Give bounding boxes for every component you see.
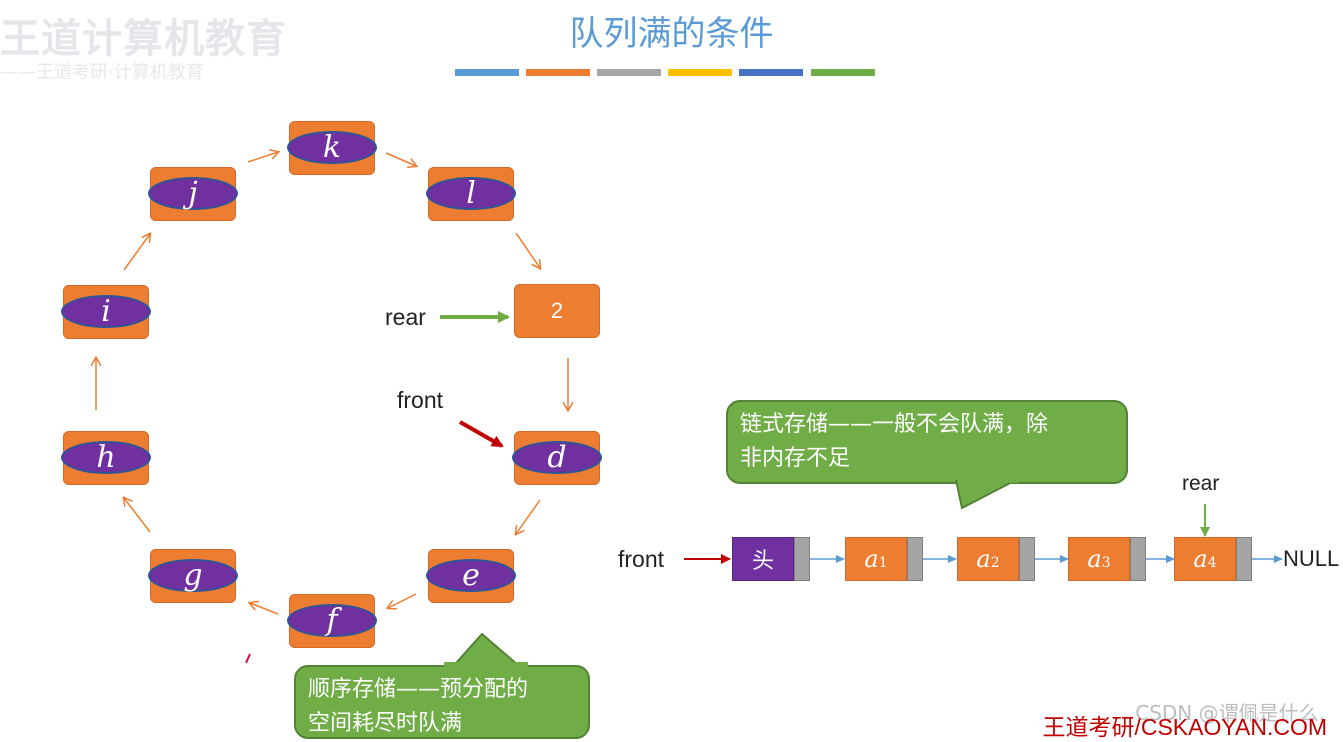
- arrow-g-to-h: [124, 498, 151, 533]
- linked-callout-line2: 非内存不足: [740, 446, 851, 471]
- sequential-callout-line1: 顺序存储——预分配的: [308, 677, 529, 702]
- front-arrow: [459, 420, 504, 448]
- color-bar-2: [526, 69, 590, 76]
- ll-node-a1-pointer: [907, 537, 923, 581]
- node-label-d: d: [512, 440, 602, 475]
- slide-title: 队列满的条件: [569, 14, 774, 54]
- queue-node-i: i: [61, 285, 151, 339]
- arrow-j-to-k: [247, 152, 278, 163]
- arrow-e-to-f: [388, 593, 417, 608]
- csdn-watermark: CSDN @谓佩是什么.: [1135, 701, 1325, 725]
- bubble-pointer-join: [444, 662, 528, 668]
- ll-head-pointer: [794, 537, 810, 581]
- ll-node-a2-pointer: [1019, 537, 1035, 581]
- brand-logo-subtitle: ——王道考研·计算机教育: [0, 62, 204, 83]
- queue-node-g: g: [148, 549, 238, 603]
- rear-label: rear: [385, 304, 426, 330]
- ll-node-a4-pointer: [1236, 537, 1252, 581]
- node-label-i: i: [61, 294, 151, 329]
- footer-brand: 王道考研/CSKAOYAN.COM: [1042, 714, 1327, 740]
- ll-rear-label: rear: [1182, 472, 1220, 495]
- queue-node-d: d: [512, 431, 602, 485]
- color-bar-4: [668, 69, 732, 76]
- arrow-k-to-l: [385, 152, 416, 166]
- ll-front-label: front: [618, 546, 665, 572]
- arrow-i-to-j: [123, 234, 150, 271]
- queue-node-2: 2: [514, 284, 600, 338]
- ll-head-node: 头: [732, 537, 810, 581]
- bubble-pointer-linked-join: [958, 478, 1018, 483]
- arrow-d-to-e: [516, 499, 541, 534]
- linked-storage-callout: 链式存储——一般不会队满，除 非内存不足: [726, 400, 1128, 484]
- node-label-h: h: [61, 440, 151, 475]
- color-bar-5: [739, 69, 803, 76]
- node-label-l: l: [426, 176, 516, 211]
- bubble-pointer-linked: [955, 480, 1017, 510]
- ll-node-a3-pointer: [1130, 537, 1146, 581]
- sequential-callout-line2: 空间耗尽时队满: [308, 711, 463, 736]
- brand-logo: 王道计算机教育: [0, 16, 287, 62]
- arrow-f-to-g: [250, 603, 279, 615]
- queue-node-f: f: [287, 594, 377, 648]
- queue-node-j: j: [148, 167, 238, 221]
- color-bar-3: [597, 69, 661, 76]
- node-label-f: f: [287, 603, 377, 638]
- ll-head-label: 头: [732, 537, 794, 581]
- red-tick-mark: [245, 653, 251, 664]
- color-bar-6: [811, 69, 875, 76]
- node-label-g: g: [148, 558, 238, 593]
- node-label-j: j: [148, 176, 238, 211]
- node-label-e: e: [426, 558, 516, 593]
- color-bar-1: [455, 69, 519, 76]
- sequential-storage-callout: 顺序存储——预分配的 空间耗尽时队满: [294, 665, 590, 739]
- arrow-l-to-2: [515, 232, 540, 268]
- linked-callout-line1: 链式存储——一般不会队满，除: [740, 412, 1049, 437]
- queue-node-l: l: [426, 167, 516, 221]
- queue-node-h: h: [61, 431, 151, 485]
- node-label-k: k: [287, 130, 377, 165]
- front-label: front: [397, 387, 444, 413]
- null-label: NULL: [1283, 546, 1340, 571]
- queue-node-e: e: [426, 549, 516, 603]
- queue-node-k: k: [287, 121, 377, 175]
